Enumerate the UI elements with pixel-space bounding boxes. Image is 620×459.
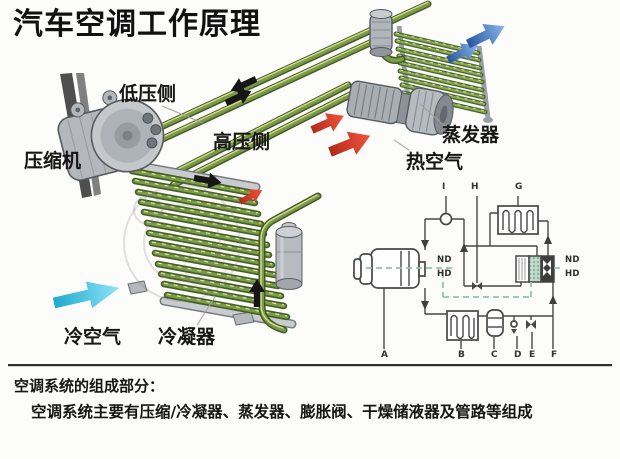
schematic-letter-g: G xyxy=(515,182,523,192)
nd-label-left: ND xyxy=(437,255,452,265)
schematic-letter-i: I xyxy=(442,182,446,192)
schematic-service-valve-d xyxy=(510,320,518,334)
footer-heading: 空调系统的组成部分： xyxy=(14,377,165,395)
footer-body: 空调系统主要有压缩/冷凝器、蒸发器、膨胀阀、干燥储液器及管路等组成 xyxy=(31,403,533,421)
cold-air-arrow-icon xyxy=(50,274,123,317)
expansion-valve xyxy=(369,9,393,57)
schematic-letter-d: D xyxy=(514,350,522,360)
label-hot-air: 热空气 xyxy=(406,151,464,173)
label-compressor: 压缩机 xyxy=(24,150,82,172)
schematic-condenser xyxy=(446,310,479,341)
schematic-letter-b: B xyxy=(458,350,465,360)
schematic-service-valve-e xyxy=(526,320,536,329)
blower-fan xyxy=(346,80,454,136)
schematic-expansion-valve xyxy=(515,255,555,283)
label-cold-air: 冷空气 xyxy=(64,326,122,348)
high-pressure-pipes xyxy=(164,81,356,189)
label-high-pressure-side: 高压侧 xyxy=(213,131,271,153)
receiver-drier-cylinder xyxy=(275,222,303,290)
label-low-pressure-side: 低压侧 xyxy=(119,83,177,105)
page-title: 汽车空调工作原理 xyxy=(13,7,261,42)
watermark xyxy=(123,184,241,302)
hd-label-left: HD xyxy=(437,269,452,279)
label-evaporator: 蒸发器 xyxy=(442,124,500,146)
schematic-pressure-switch xyxy=(439,212,453,226)
schematic-letter-h: H xyxy=(471,182,479,192)
hot-air-arrows-icon xyxy=(236,106,375,209)
schematic-letter-f: F xyxy=(551,350,558,360)
hd-label-right: HD xyxy=(565,269,580,279)
nd-label-right: ND xyxy=(565,255,580,265)
liquid-line-pipe xyxy=(258,192,322,334)
schematic-flow-arrows xyxy=(421,235,557,310)
condenser-coil xyxy=(123,159,297,329)
schematic-sensor-h xyxy=(472,282,482,290)
divider-line xyxy=(8,364,612,367)
label-condenser: 冷凝器 xyxy=(158,326,216,348)
schematic-receiver-drier xyxy=(486,309,504,337)
schematic-letter-c: C xyxy=(491,350,498,360)
pressure-boundary-line xyxy=(366,267,563,298)
schematic-circuit xyxy=(353,196,563,349)
schematic-letter-a: A xyxy=(381,350,388,360)
schematic-letter-e: E xyxy=(529,350,536,360)
schematic-evaporator xyxy=(497,205,539,235)
label-leader-lines xyxy=(161,103,448,326)
compressor-illustration xyxy=(57,73,165,198)
